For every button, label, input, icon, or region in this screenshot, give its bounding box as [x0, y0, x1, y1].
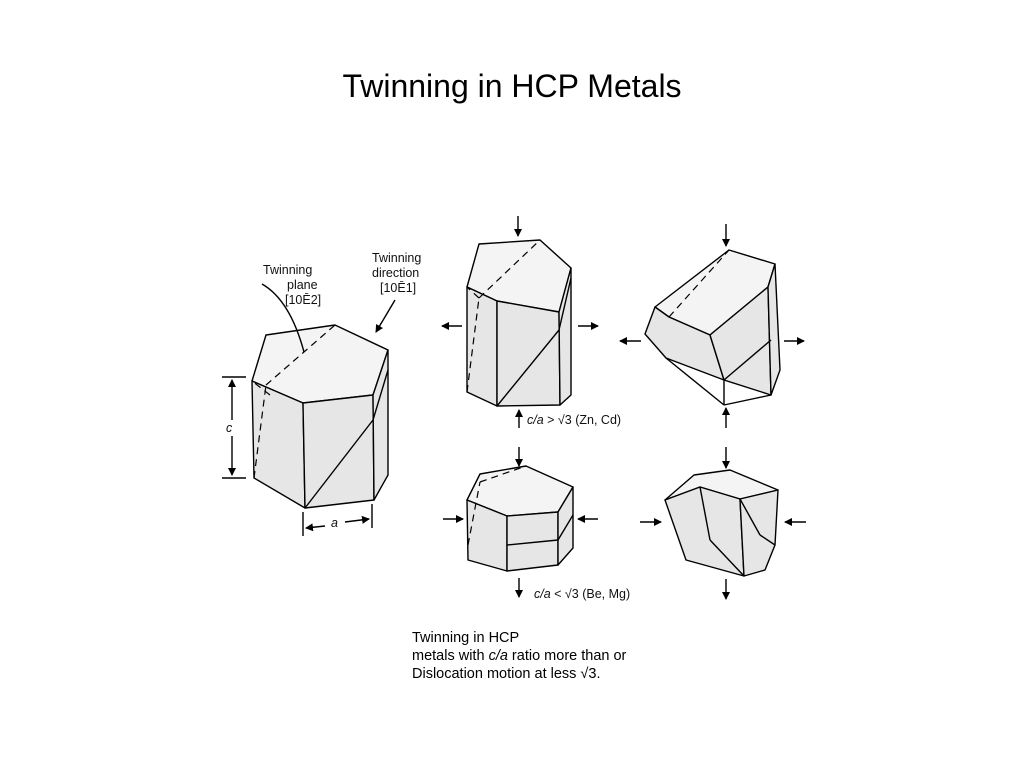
- caption-line-1: Twinning in HCP: [412, 630, 520, 646]
- twinning-direction-label-1: Twinning: [372, 251, 421, 265]
- slide-title: Twinning in HCP Metals: [342, 68, 682, 104]
- a-dimension-label: a: [331, 516, 338, 530]
- tall-prism-before: [441, 216, 599, 428]
- caption-line-2: metals with c/a ratio more than or: [412, 648, 627, 664]
- twinning-plane-pointer: [261, 283, 305, 353]
- prism-right-face: [372, 349, 389, 501]
- twinning-plane-label-3: [10Ē2]: [285, 293, 321, 307]
- twinning-direction-label-3: [10Ē1]: [380, 281, 416, 295]
- lower-condition-label: c/a < √3 (Be, Mg): [534, 587, 630, 601]
- figure-caption: Twinning in HCP metals with c/a ratio mo…: [412, 629, 712, 683]
- short-prism-twinned: [640, 447, 806, 600]
- prism-front-face: [302, 394, 375, 509]
- c-dimension-label: c: [226, 421, 233, 435]
- twinning-plane-label-2: plane: [287, 278, 318, 292]
- upper-condition-label: c/a > √3 (Zn, Cd): [527, 413, 621, 427]
- short-prism-before: [443, 447, 598, 598]
- twin-plane-dash: [253, 384, 267, 479]
- caption-line-3: Dislocation motion at less √3.: [412, 666, 601, 682]
- prism-left-face: [251, 380, 306, 509]
- twinning-plane-label-1: Twinning: [263, 263, 312, 277]
- twinning-direction-arrow: [375, 299, 396, 333]
- tall-prism-twinned: [619, 224, 805, 428]
- large-hcp-prism: [222, 283, 396, 536]
- twinning-direction-label-2: direction: [372, 266, 419, 280]
